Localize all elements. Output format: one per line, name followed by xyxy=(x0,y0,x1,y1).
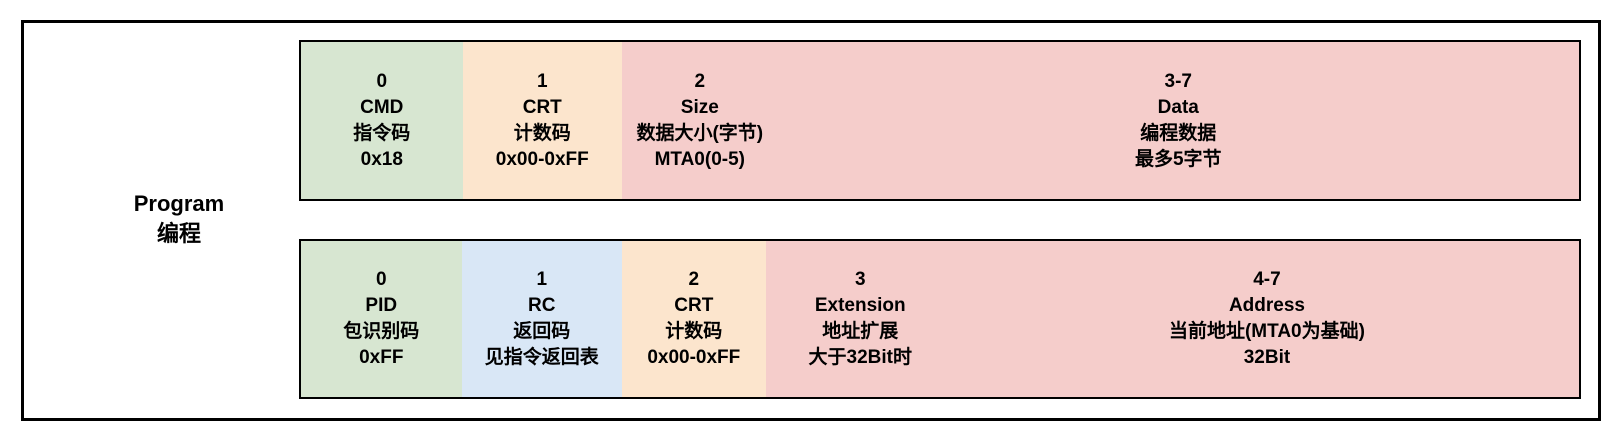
field-cell-rc: 1 RC 返回码 见指令返回表 xyxy=(461,241,623,397)
outer-frame: Program 编程 0 CMD 指令码 0x18 1 CRT 计数码 0x00… xyxy=(21,20,1601,421)
byte-index: 0 xyxy=(375,269,387,290)
field-description: 计数码 xyxy=(513,122,571,144)
field-cell-address: 4-7 Address 当前地址(MTA0为基础) 32Bit xyxy=(954,241,1579,397)
byte-index: 1 xyxy=(536,70,548,92)
field-value: 0x00-0xFF xyxy=(647,347,741,368)
field-name: PID xyxy=(365,295,398,316)
field-value: 大于32Bit时 xyxy=(808,347,912,368)
field-cell-data: 3-7 Data 编程数据 最多5字节 xyxy=(777,42,1579,199)
field-description: 数据大小(字节) xyxy=(636,122,764,144)
field-name: CRT xyxy=(674,295,714,316)
field-description: 计数码 xyxy=(665,321,723,342)
command-label: Program 编程 xyxy=(44,189,314,249)
field-cell-extension: 3 Extension 地址扩展 大于32Bit时 xyxy=(765,241,955,397)
byte-index: 3-7 xyxy=(1164,70,1192,92)
request-byte-row: 0 CMD 指令码 0x18 1 CRT 计数码 0x00-0xFF 2 Siz… xyxy=(299,40,1581,201)
byte-index: 0 xyxy=(376,70,388,92)
field-name: CMD xyxy=(360,96,404,118)
field-value: 最多5字节 xyxy=(1134,148,1222,170)
field-value: 32Bit xyxy=(1243,347,1291,368)
command-name: Program xyxy=(133,191,225,216)
field-value: MTA0(0-5) xyxy=(654,148,745,170)
byte-index: 4-7 xyxy=(1253,269,1281,290)
field-cell-cmd: 0 CMD 指令码 0x18 xyxy=(301,42,463,199)
field-name: Extension xyxy=(814,295,906,316)
field-description: 当前地址(MTA0为基础) xyxy=(1168,321,1365,342)
response-byte-row: 0 PID 包识别码 0xFF 1 RC 返回码 见指令返回表 2 CRT 计数… xyxy=(299,239,1581,399)
field-value: 0x00-0xFF xyxy=(495,148,589,170)
field-name: Data xyxy=(1157,96,1199,118)
command-name-zh: 编程 xyxy=(156,221,201,246)
field-value: 见指令返回表 xyxy=(484,347,599,368)
field-name: CRT xyxy=(522,96,562,118)
byte-index: 2 xyxy=(694,70,706,92)
field-description: 编程数据 xyxy=(1140,122,1217,144)
field-description: 地址扩展 xyxy=(822,321,899,342)
byte-index: 3 xyxy=(854,269,866,290)
field-description: 包识别码 xyxy=(343,321,420,342)
field-cell-crt: 1 CRT 计数码 0x00-0xFF xyxy=(462,42,623,199)
field-description: 指令码 xyxy=(353,122,411,144)
field-name: Address xyxy=(1228,295,1305,316)
field-description: 返回码 xyxy=(513,321,571,342)
field-value: 0x18 xyxy=(360,148,403,170)
field-name: RC xyxy=(528,295,556,316)
byte-index: 1 xyxy=(536,269,548,290)
byte-index: 2 xyxy=(688,269,700,290)
field-cell-crt2: 2 CRT 计数码 0x00-0xFF xyxy=(622,241,766,397)
field-cell-pid: 0 PID 包识别码 0xFF xyxy=(301,241,462,397)
field-name: Size xyxy=(680,96,719,118)
field-cell-size: 2 Size 数据大小(字节) MTA0(0-5) xyxy=(622,42,778,199)
field-value: 0xFF xyxy=(359,347,404,368)
